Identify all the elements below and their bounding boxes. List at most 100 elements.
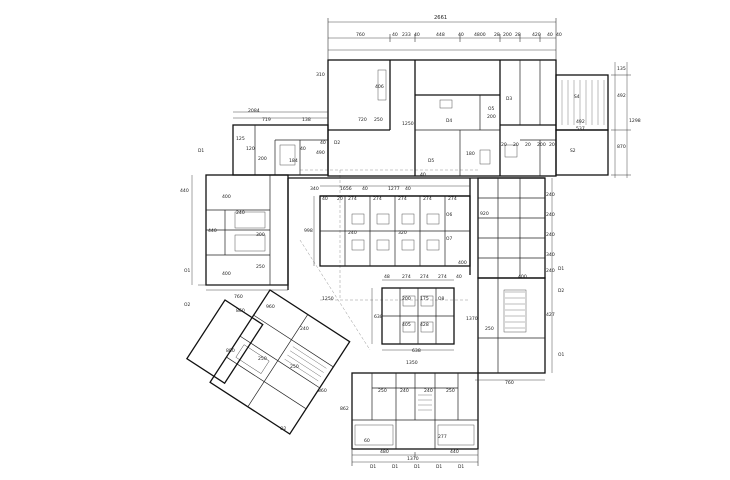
south-west-rooms bbox=[185, 299, 264, 385]
tag-s2: S2 bbox=[570, 148, 576, 154]
dim-corridor-2: 1277 bbox=[388, 186, 400, 192]
dim-ur-1: 250 bbox=[374, 117, 383, 123]
dim-ur-9: 200 bbox=[537, 142, 546, 148]
tag-o7: O7 bbox=[446, 236, 452, 242]
dim-right-1: 492 bbox=[617, 93, 626, 99]
tag-d3: D3 bbox=[506, 96, 512, 102]
tag-right-o1: O1 bbox=[558, 352, 564, 358]
dim-bt-5: 277 bbox=[438, 434, 447, 440]
dim-bt-6: 480 bbox=[380, 449, 389, 455]
dim-corridor-3: 40 bbox=[405, 186, 411, 192]
dim-top-4: 448 bbox=[436, 32, 445, 38]
dim-left-1: 400 bbox=[222, 194, 231, 200]
element-tags: D1 D2 D3 D4 D5 O1 O2 O5 O6 O7 O8 S2 S4 D… bbox=[184, 94, 580, 432]
tag-right-d1: D1 bbox=[558, 266, 564, 272]
dim-rm-9: 250 bbox=[485, 326, 494, 332]
dim-lc-12: 400 bbox=[458, 260, 467, 266]
dim-top-9: 28 bbox=[515, 32, 521, 38]
dim-right-2: 1298 bbox=[629, 118, 641, 124]
dim-rm-1: 240 bbox=[546, 192, 555, 198]
dim-left-3: 250 bbox=[256, 264, 265, 270]
dim-lc-9: 200 bbox=[402, 296, 411, 302]
dim-ur-5: 200 bbox=[487, 114, 496, 120]
tag-d5: D5 bbox=[428, 158, 434, 164]
dim-sw-5: 1250 bbox=[322, 296, 334, 302]
dim-ul-5: 200 bbox=[258, 156, 267, 162]
dim-top-10: 420 bbox=[532, 32, 541, 38]
dim-ul-0: 2084 bbox=[248, 108, 260, 114]
south-east-block bbox=[477, 277, 546, 374]
dim-lc-5: 40 bbox=[456, 274, 462, 280]
dim-sw-8: 862 bbox=[340, 406, 349, 412]
dim-rm-7: 427 bbox=[546, 312, 555, 318]
tag-s4: S4 bbox=[574, 94, 580, 100]
dim-bt-7: 440 bbox=[450, 449, 459, 455]
tag-o5: O5 bbox=[488, 106, 494, 112]
dim-ul-8: 340 bbox=[310, 186, 319, 192]
dim-lc-3: 274 bbox=[438, 274, 447, 280]
dim-ul-10: 40 bbox=[320, 140, 326, 146]
dim-top-1: 40 bbox=[392, 32, 398, 38]
dim-top-3: 40 bbox=[414, 32, 420, 38]
dim-ur-10: 20 bbox=[549, 142, 555, 148]
dim-top-2: 233 bbox=[402, 32, 411, 38]
dim-sw-3: 250 bbox=[258, 356, 267, 362]
dim-cb-9: 320 bbox=[398, 230, 407, 236]
dim-cb-1: 274 bbox=[373, 196, 382, 202]
tag-right-d2: D2 bbox=[558, 288, 564, 294]
dim-right-3: 870 bbox=[617, 144, 626, 150]
dimension-lines bbox=[191, 18, 631, 466]
dim-lc-13: 428 bbox=[420, 322, 429, 328]
dim-cb-3: 274 bbox=[423, 196, 432, 202]
dim-sw-0: 860 bbox=[236, 308, 245, 314]
west-wing bbox=[205, 174, 289, 286]
dim-ur-4: 180 bbox=[466, 151, 475, 157]
lower-center-block bbox=[381, 287, 455, 345]
dim-cb-0: 274 bbox=[348, 196, 357, 202]
dim-left-4: 400 bbox=[222, 271, 231, 277]
tag-d2: D2 bbox=[334, 140, 340, 146]
dim-rm-3: 240 bbox=[546, 232, 555, 238]
north-block bbox=[327, 59, 609, 177]
dim-bt-4: 60 bbox=[364, 438, 370, 444]
dim-lc-8: 1370 bbox=[466, 316, 478, 322]
dimension-texts: 2661 760 40 233 40 448 40 4800 28 200 28… bbox=[180, 15, 641, 470]
tag-left-o2: O2 bbox=[184, 302, 190, 308]
tag-bt-d1-e: D1 bbox=[458, 464, 464, 470]
dim-top-8: 200 bbox=[503, 32, 512, 38]
dim-rm-2: 240 bbox=[546, 212, 555, 218]
dim-cb-5: 40 bbox=[322, 196, 328, 202]
south-wing bbox=[351, 372, 479, 450]
dim-lc-2: 274 bbox=[420, 274, 429, 280]
dim-lc-10: 175 bbox=[420, 296, 429, 302]
dim-right-0: 135 bbox=[617, 66, 626, 72]
dim-ul-2: 138 bbox=[302, 117, 311, 123]
dim-rm-5: 240 bbox=[546, 268, 555, 274]
axis-lines bbox=[299, 169, 480, 351]
dim-top-0: 760 bbox=[356, 32, 365, 38]
dim-lc-0: 48 bbox=[384, 274, 390, 280]
overall-width-label: 2661 bbox=[434, 15, 447, 21]
dim-ul-6: 184 bbox=[289, 158, 298, 164]
dim-ul-4: 120 bbox=[246, 146, 255, 152]
dim-ul-9: 490 bbox=[316, 150, 325, 156]
dim-bt-0: 250 bbox=[378, 388, 387, 394]
east-wing bbox=[477, 177, 546, 279]
tag-o6: O6 bbox=[446, 212, 452, 218]
dim-cb-6: 20 bbox=[337, 196, 343, 202]
dim-bt-3: 250 bbox=[446, 388, 455, 394]
dim-cb-7: 998 bbox=[304, 228, 313, 234]
tag-d4: D4 bbox=[446, 118, 452, 124]
dim-lc-1: 274 bbox=[402, 274, 411, 280]
tag-bt-d1-b: D1 bbox=[392, 464, 398, 470]
tag-bt-d1-a: D1 bbox=[370, 464, 376, 470]
dim-cb-4: 274 bbox=[448, 196, 457, 202]
dim-left-0: 440 bbox=[180, 188, 189, 194]
dim-lc-6: 1350 bbox=[406, 360, 418, 366]
dim-rm-4: 340 bbox=[546, 252, 555, 258]
dim-rm-6: 400 bbox=[518, 274, 527, 280]
tag-bt-d1-d: D1 bbox=[436, 464, 442, 470]
dim-lc-11: 405 bbox=[402, 322, 411, 328]
dim-ur-3: 720 bbox=[358, 117, 367, 123]
